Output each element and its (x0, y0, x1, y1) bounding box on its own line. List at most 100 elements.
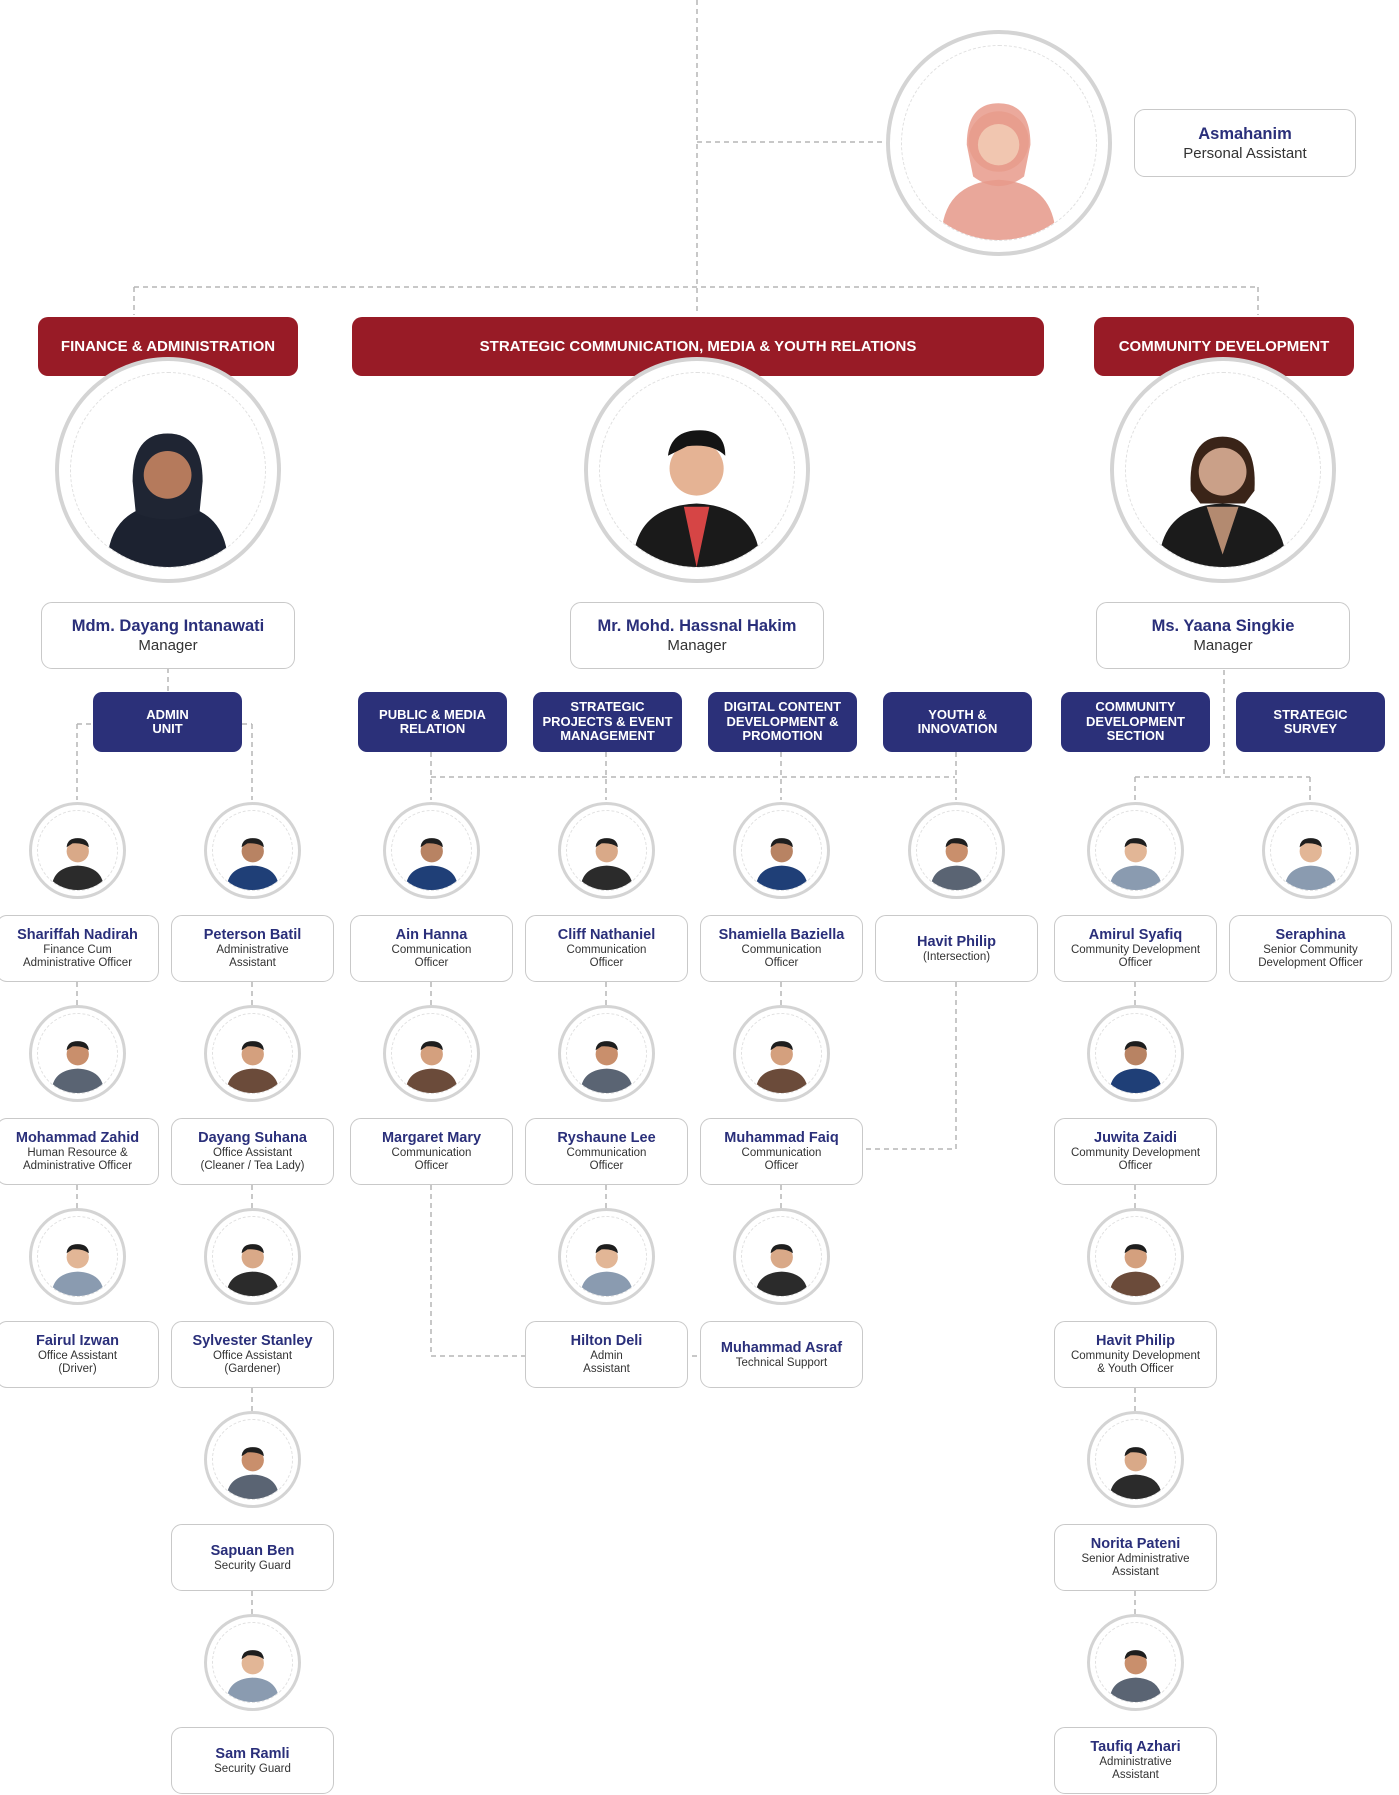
manager-photo (55, 357, 281, 583)
person-role: Administrative Assistant (216, 944, 289, 969)
department-banner-community-development: COMMUNITY DEVELOPMENT (1094, 317, 1354, 376)
person-name: Ain Hanna (395, 927, 468, 943)
staff-photo (558, 1208, 655, 1305)
manager-card: Ms. Yaana Singkie Manager (1096, 602, 1350, 669)
person-role: Office Assistant (Driver) (37, 1350, 118, 1375)
person-icon (107, 433, 229, 568)
person-icon (51, 1244, 104, 1297)
person-icon (755, 1041, 808, 1094)
unit-badge-strategic-projects: STRATEGIC PROJECTS & EVENT MANAGEMENT (533, 692, 682, 752)
person-icon (755, 1244, 808, 1297)
person-role: Communication Officer (741, 944, 822, 969)
person-name: Dayang Suhana (198, 1130, 307, 1146)
person-name: Fairul Izwan (36, 1333, 119, 1349)
person-icon (51, 1041, 104, 1094)
person-role: Admin Assistant (583, 1350, 630, 1375)
staff-photo (1087, 1411, 1184, 1508)
person-name: Muhammad Asraf (720, 1339, 843, 1356)
person-icon (51, 838, 104, 891)
person-name: Seraphina (1275, 927, 1346, 943)
person-icon (405, 1041, 458, 1094)
person-icon (755, 838, 808, 891)
person-name: Havit Philip (1096, 1333, 1175, 1349)
unit-badge-public-media: PUBLIC & MEDIA RELATION (358, 692, 507, 752)
person-role: Senior Administrative Assistant (1081, 1553, 1190, 1578)
assistant-photo (886, 30, 1112, 256)
person-role: Community Development Officer (1070, 1147, 1201, 1172)
person-icon (226, 838, 279, 891)
person-name: Mr. Mohd. Hassnal Hakim (597, 617, 797, 635)
unit-badge-digital-content: DIGITAL CONTENT DEVELOPMENT & PROMOTION (708, 692, 857, 752)
staff-photo (1087, 802, 1184, 899)
person-role: Office Assistant (Gardener) (212, 1350, 293, 1375)
unit-badge-admin: ADMIN UNIT (93, 692, 242, 752)
person-name: Sapuan Ben (210, 1542, 295, 1559)
staff-photo (1087, 1208, 1184, 1305)
staff-photo (908, 802, 1005, 899)
person-icon (580, 838, 633, 891)
staff-photo (383, 1005, 480, 1102)
unit-badge-strategic-survey: STRATEGIC SURVEY (1236, 692, 1385, 752)
person-role: Human Resource & Administrative Officer (22, 1147, 133, 1172)
person-role: Communication Officer (391, 944, 472, 969)
person-role: Manager (138, 637, 198, 654)
staff-photo (204, 1411, 301, 1508)
person-icon (1109, 1244, 1162, 1297)
manager-photo (584, 357, 810, 583)
person-icon (226, 1244, 279, 1297)
person-icon (941, 103, 1057, 241)
staff-photo (1087, 1614, 1184, 1711)
person-name: Hilton Deli (570, 1333, 643, 1349)
person-name: Shamiella Baziella (718, 927, 845, 943)
person-name: Ms. Yaana Singkie (1151, 617, 1295, 635)
manager-photo (1110, 357, 1336, 583)
person-name: Margaret Mary (381, 1130, 482, 1146)
person-role: Communication Officer (566, 1147, 647, 1172)
staff-photo (733, 1005, 830, 1102)
person-role: Communication Officer (391, 1147, 472, 1172)
person-name: Norita Pateni (1090, 1536, 1181, 1552)
staff-photo (204, 1005, 301, 1102)
person-role: Manager (1193, 637, 1253, 654)
person-name: Mohammad Zahid (15, 1130, 140, 1146)
person-icon (226, 1041, 279, 1094)
person-name: Asmahanim (1198, 124, 1292, 143)
person-name: Sylvester Stanley (192, 1333, 313, 1349)
person-icon (633, 430, 761, 568)
staff-photo (733, 1208, 830, 1305)
person-role: (Intersection) (922, 950, 991, 963)
person-name: Cliff Nathaniel (557, 927, 656, 943)
staff-photo (558, 802, 655, 899)
staff-photo (1262, 802, 1359, 899)
person-icon (930, 838, 983, 891)
person-role: Manager (667, 637, 727, 654)
person-icon (1159, 436, 1287, 568)
person-icon (580, 1041, 633, 1094)
person-name: Sam Ramli (215, 1745, 290, 1762)
person-role: Personal Assistant (1183, 144, 1307, 162)
person-role: Finance Cum Administrative Officer (22, 944, 133, 969)
staff-photo (383, 802, 480, 899)
staff-photo (204, 802, 301, 899)
staff-photo (29, 802, 126, 899)
person-role: Security Guard (214, 1559, 291, 1572)
staff-photo (1087, 1005, 1184, 1102)
